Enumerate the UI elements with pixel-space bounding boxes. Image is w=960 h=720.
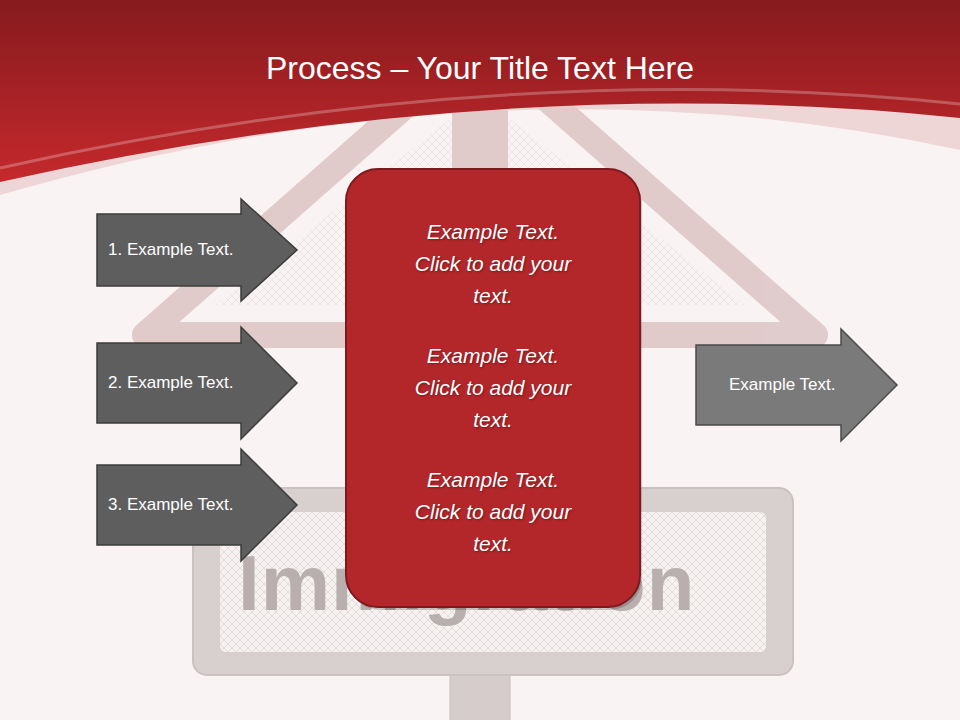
arrow-label: 2. Example Text. <box>108 373 233 393</box>
header-highlight <box>0 90 960 168</box>
slide-title: Process – Your Title Text Here <box>0 50 960 87</box>
box-text: Example Text. Click to add your text. <box>413 216 573 312</box>
process-arrow: 2. Example Text. <box>96 326 298 440</box>
arrow-label: Example Text. <box>729 375 835 395</box>
arrow-label: 3. Example Text. <box>108 495 233 515</box>
process-arrow: 1. Example Text. <box>96 198 298 302</box>
header-curve <box>0 0 960 195</box>
process-arrow: Example Text. <box>695 328 898 442</box>
arrow-outline <box>696 329 897 441</box>
box-outline <box>346 169 640 607</box>
process-arrow: 3. Example Text. <box>96 448 298 562</box>
arrow-outline <box>97 199 297 301</box>
box-text: Example Text. Click to add your text. <box>413 464 573 560</box>
arrow-label: 1. Example Text. <box>108 240 233 260</box>
arrow-outline <box>97 449 297 561</box>
header-band <box>0 0 960 182</box>
content-box: Example Text. Click to add your text. Exa… <box>345 168 641 608</box>
arrow-outline <box>97 327 297 439</box>
box-text: Example Text. Click to add your text. <box>413 340 573 436</box>
